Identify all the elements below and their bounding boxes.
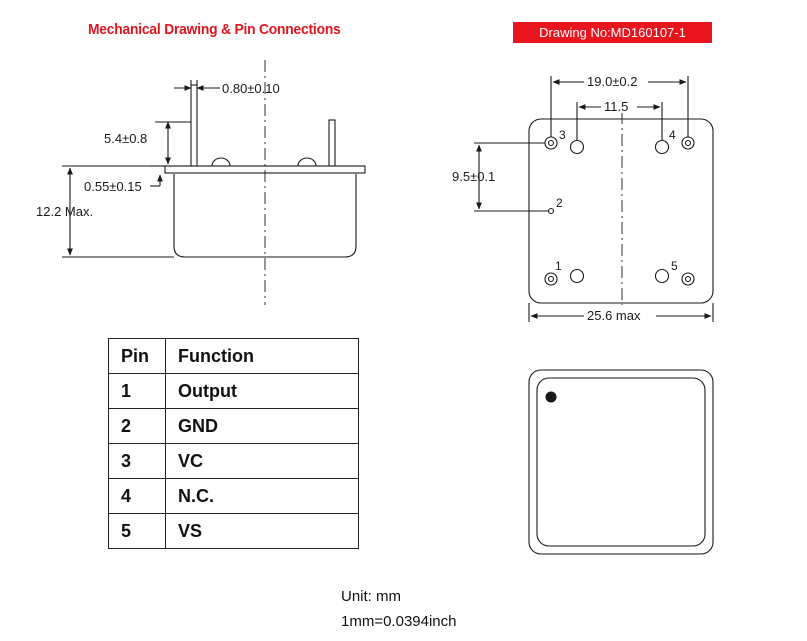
bead-bottom-left xyxy=(569,268,585,284)
top-outline xyxy=(528,118,714,304)
table-row: 3 VC xyxy=(108,443,359,479)
dim-base-thickness-label: 0.55±0.15 xyxy=(84,179,142,194)
dim-vertical-label: 9.5±0.1 xyxy=(452,169,495,184)
pin-function: VS xyxy=(165,513,359,549)
pin-number: 1 xyxy=(108,373,166,409)
pin-label-2: 2 xyxy=(556,196,563,210)
side-pin-right xyxy=(328,119,336,167)
pin-label-1: 1 xyxy=(555,259,562,273)
top-view xyxy=(474,76,714,322)
dim-inner-pins-label: 11.5 xyxy=(604,99,628,114)
dim-outer-pins-label: 19.0±0.2 xyxy=(587,74,638,89)
table-row: 1 Output xyxy=(108,373,359,409)
pin-function: VC xyxy=(165,443,359,479)
pin-2 xyxy=(547,207,555,215)
pin-number: 5 xyxy=(108,513,166,549)
pin-3-outer xyxy=(544,136,558,150)
table-row: 2 GND xyxy=(108,408,359,444)
side-view xyxy=(62,60,366,305)
table-header-row: Pin Function xyxy=(108,338,359,374)
pin-label-4: 4 xyxy=(669,128,676,142)
pin-1-outer xyxy=(544,272,558,286)
table-row: 5 VS xyxy=(108,513,359,549)
lid-view xyxy=(528,369,714,555)
pin-4-outer xyxy=(681,136,695,150)
bead-top-right xyxy=(654,139,670,155)
side-pin-left xyxy=(190,84,198,167)
pin-number: 3 xyxy=(108,443,166,479)
pin-function: N.C. xyxy=(165,478,359,514)
drawing-title: Mechanical Drawing & Pin Connections xyxy=(88,21,341,38)
pin-label-5: 5 xyxy=(671,259,678,273)
dim-pin-length-label: 5.4±0.8 xyxy=(104,131,147,146)
dim-height-label: 12.2 Max. xyxy=(36,204,93,219)
header-function: Function xyxy=(165,338,359,374)
pin-5-outer xyxy=(681,272,695,286)
side-bead-left xyxy=(211,157,231,167)
pin-function: Output xyxy=(165,373,359,409)
bead-bottom-right xyxy=(654,268,670,284)
pin-function: GND xyxy=(165,408,359,444)
pin1-marker-dot xyxy=(545,391,557,403)
dim-width-label: 25.6 max xyxy=(587,308,641,323)
dim-pin-width-label: 0.80±0.10 xyxy=(222,81,280,96)
pin-connection-table: Pin Function 1 Output 2 GND 3 VC 4 N.C. … xyxy=(108,338,359,549)
header-pin: Pin xyxy=(108,338,166,374)
lid-inner xyxy=(536,377,706,547)
drawing-number-badge: Drawing No:MD160107-1 xyxy=(513,22,712,43)
pin-label-3: 3 xyxy=(559,128,566,142)
lid-outline xyxy=(528,369,714,555)
table-row: 4 N.C. xyxy=(108,478,359,514)
side-body xyxy=(173,174,357,258)
unit-label: Unit: mm xyxy=(341,588,401,605)
conversion-label: 1mm=0.0394inch xyxy=(341,613,457,630)
side-bead-right xyxy=(297,157,317,167)
bead-top-left xyxy=(569,139,585,155)
pin-number: 4 xyxy=(108,478,166,514)
pin-number: 2 xyxy=(108,408,166,444)
